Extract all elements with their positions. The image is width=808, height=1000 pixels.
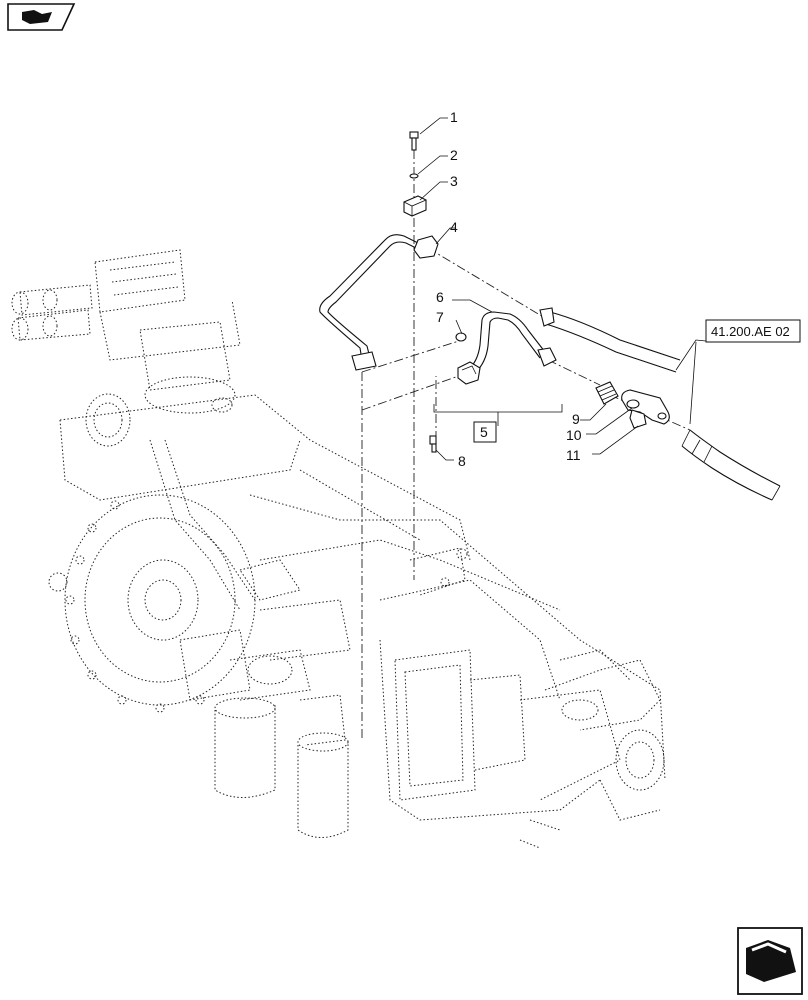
tractor-transmission-outline: [11, 249, 666, 849]
assembly-lines: [361, 150, 691, 740]
part-4-pipe[interactable]: [319, 234, 439, 371]
part-11-clip[interactable]: [629, 409, 647, 429]
reference-41-200-ae-02[interactable]: 41.200.AE 02: [705, 319, 801, 343]
callout-6: 6: [436, 289, 444, 305]
next-page-arrow-icon[interactable]: [737, 927, 803, 995]
part-adaptor[interactable]: [457, 361, 481, 385]
part-10-bracket[interactable]: [621, 389, 670, 425]
part-2-washer[interactable]: [409, 173, 419, 179]
callout-1: 1: [450, 109, 458, 125]
svg-text:41.200.AE 02: 41.200.AE 02: [711, 324, 790, 339]
part-1-bolt[interactable]: [409, 131, 419, 151]
group-bracket-5: [433, 404, 563, 413]
callout-3: 3: [450, 173, 458, 189]
part-6-pipe[interactable]: [469, 311, 557, 373]
book-navigation-icon[interactable]: [7, 3, 76, 31]
part-9-fitting[interactable]: [595, 381, 619, 405]
part-8-screw[interactable]: [429, 435, 437, 453]
leader-lines: [417, 117, 717, 461]
callout-4: 4: [450, 219, 458, 235]
callout-7: 7: [436, 309, 444, 325]
callout-8: 8: [458, 453, 466, 469]
part-7-o-ring[interactable]: [455, 332, 467, 342]
callout-9: 9: [572, 411, 580, 427]
callout-10: 10: [566, 427, 582, 443]
callout-2: 2: [450, 147, 458, 163]
callout-5: 5: [480, 424, 488, 440]
part-3-clamp[interactable]: [403, 195, 427, 217]
callout-5-box: [473, 421, 497, 443]
flexible-hose: [539, 307, 781, 501]
callout-11: 11: [566, 447, 581, 463]
